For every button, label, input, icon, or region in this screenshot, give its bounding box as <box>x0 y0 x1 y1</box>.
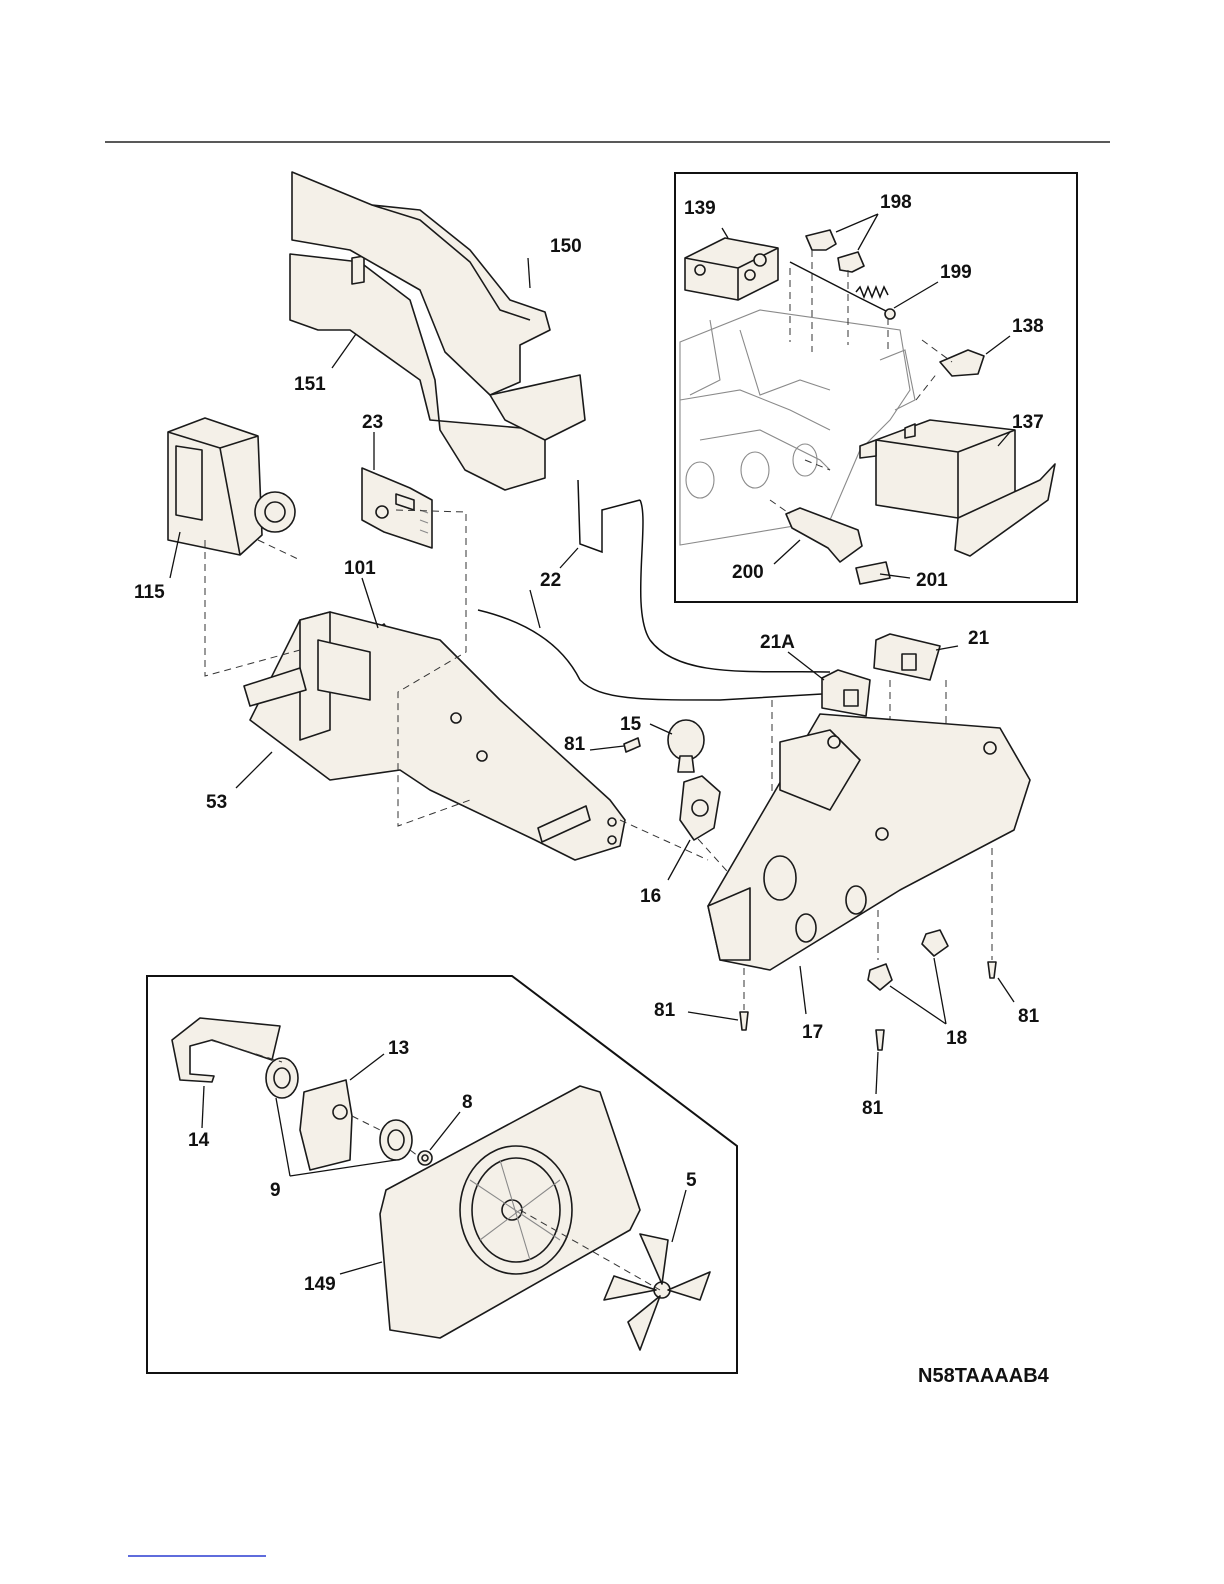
callout-199: 199 <box>940 262 972 283</box>
callout-101: 101 <box>344 558 376 579</box>
callout-17: 17 <box>802 1022 823 1043</box>
part-21-switch-right <box>874 634 940 680</box>
part-23-control-board <box>362 468 432 548</box>
part-9-grommet-right <box>380 1120 412 1160</box>
callout-150: 150 <box>550 236 582 257</box>
callout-22: 22 <box>540 570 561 591</box>
callout-16: 16 <box>640 886 661 907</box>
callout-9: 9 <box>270 1180 281 1201</box>
part-13-fan-motor <box>300 1080 352 1170</box>
callout-151: 151 <box>294 374 326 395</box>
callout-198: 198 <box>880 192 912 213</box>
inset-part-139-block <box>685 238 778 300</box>
callout-21: 21 <box>968 628 990 649</box>
callout-81-right: 81 <box>1018 1006 1040 1027</box>
callout-23: 23 <box>362 412 383 433</box>
callout-200: 200 <box>732 562 764 583</box>
inset-part-137-tray <box>860 420 1055 556</box>
callout-138: 138 <box>1012 316 1044 337</box>
callout-149: 149 <box>304 1274 336 1295</box>
callout-81-left: 81 <box>654 1000 676 1021</box>
callout-115: 115 <box>134 582 165 603</box>
callout-137: 137 <box>1012 412 1044 433</box>
inset-part-198-clips <box>806 230 864 272</box>
part-9-grommet-left <box>266 1058 298 1098</box>
inset-dispenser-frame <box>675 173 1077 602</box>
part-18-knobs <box>868 930 948 990</box>
callout-139: 139 <box>684 198 716 219</box>
part-17-dispenser-housing <box>708 714 1030 970</box>
callout-53: 53 <box>206 792 227 813</box>
inset-part-138-bracket <box>940 350 984 376</box>
callout-15: 15 <box>620 714 642 735</box>
callout-8: 8 <box>462 1092 473 1113</box>
part-5-fan-blade <box>604 1234 710 1350</box>
callout-18: 18 <box>946 1028 967 1049</box>
part-149-fan-shroud <box>380 1086 640 1338</box>
callout-5: 5 <box>686 1170 697 1191</box>
part-15-bulb <box>668 720 704 772</box>
inset-part-201-label <box>856 562 890 584</box>
part-21A-switch-left <box>822 670 870 716</box>
part-14-motor-bracket <box>172 1018 280 1082</box>
callout-81-bottom: 81 <box>862 1098 884 1119</box>
callout-21A: 21A <box>760 632 795 653</box>
callout-201: 201 <box>916 570 948 591</box>
part-81-screw-upper <box>624 738 640 752</box>
part-8-washer <box>418 1151 432 1165</box>
part-115-control-box <box>168 418 295 555</box>
part-22-wire-harness <box>478 480 830 700</box>
diagram-code: N58TAAAAB4 <box>918 1365 1050 1387</box>
callout-13: 13 <box>388 1038 409 1059</box>
callout-14: 14 <box>188 1130 210 1151</box>
part-16-bulb-socket <box>680 776 720 840</box>
callout-81-upper: 81 <box>564 734 586 755</box>
inset-part-200-flap <box>786 508 862 562</box>
